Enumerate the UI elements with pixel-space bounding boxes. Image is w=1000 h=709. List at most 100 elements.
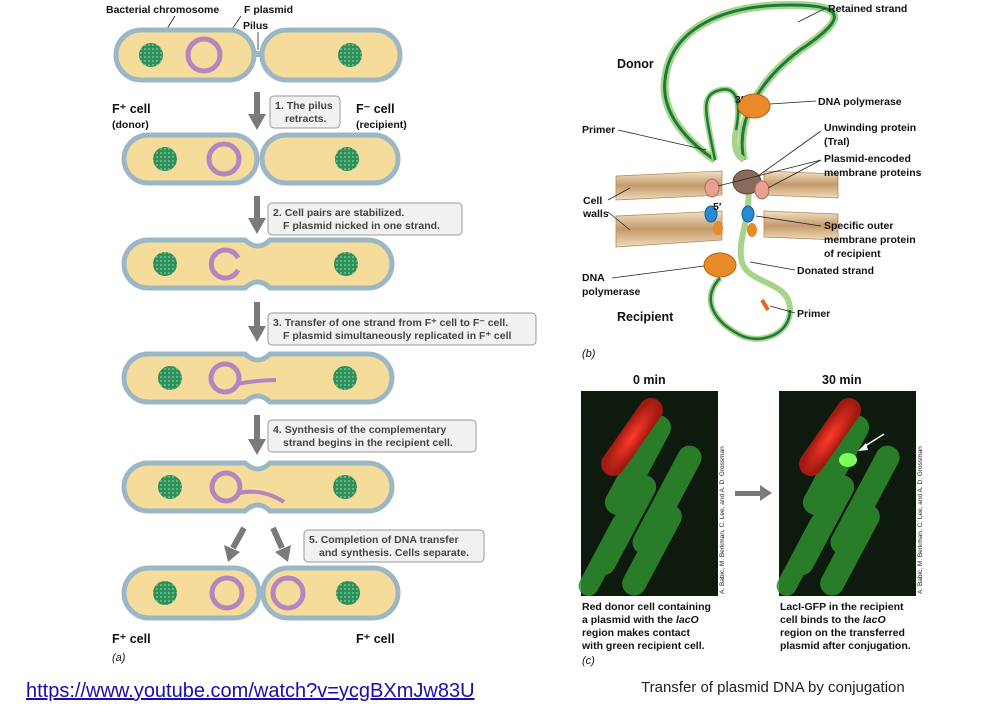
figure-title: Transfer of plasmid DNA by conjugation xyxy=(641,679,905,696)
step-3-line-1: Transfer of one strand from F⁺ cell to F… xyxy=(285,317,509,329)
step-5-box xyxy=(303,529,485,563)
step-1-line-2: retracts. xyxy=(285,113,327,125)
step-1-box xyxy=(269,95,341,129)
unwinding-protein-label-1: Unwinding protein xyxy=(824,122,916,134)
step-4-line-2: strand begins in the recipient cell. xyxy=(283,437,453,449)
cell-pair-stage-5 xyxy=(121,565,401,621)
panel-b-letter: (b) xyxy=(582,348,596,360)
svg-text:cell binds to the lacO: cell binds to the lacO xyxy=(780,614,886,626)
time-left-label: 0 min xyxy=(633,373,666,387)
dna-polymerase-bottom-label-1: DNA xyxy=(582,272,605,284)
donated-strand-label: Donated strand xyxy=(797,265,874,277)
step-5-number: 5. xyxy=(309,534,318,546)
youtube-link[interactable]: https://www.youtube.com/watch?v=ycgBXmJw… xyxy=(26,680,475,702)
step-4-number: 4. xyxy=(273,424,282,436)
panel-a: Bacterial chromosome F plasmid Pilus F⁺ … xyxy=(106,4,537,664)
arrow-down-icon xyxy=(248,196,266,234)
plasmid-icon xyxy=(185,36,223,74)
step-5-line-1: Completion of DNA transfer xyxy=(321,534,459,546)
f-plus-left-label: F⁺ cell xyxy=(112,632,151,646)
svg-text:3. Transfer of one strand from: 3. Transfer of one strand from F⁺ cell t… xyxy=(273,317,508,329)
chromosome-icon xyxy=(139,43,163,67)
step-4-line-1: Synthesis of the complementary xyxy=(285,424,447,436)
svg-text:1. The pilus: 1. The pilus xyxy=(275,100,333,112)
donor-label: (donor) xyxy=(112,119,149,131)
bacterial-chromosome-label: Bacterial chromosome xyxy=(106,4,219,16)
panel-b: Retained strand Donor 3′ DNA polymerase … xyxy=(582,0,922,360)
credit-left: A. Babic, M. Berkman, C. Lee, and A. D. … xyxy=(719,446,726,594)
svg-text:5. Completion of DNA transfer: 5. Completion of DNA transfer xyxy=(309,534,459,546)
step-2-box xyxy=(267,202,463,236)
step-3-line-2: F plasmid simultaneously replicated in F… xyxy=(283,330,512,342)
step-1-number: 1. xyxy=(275,100,284,112)
gfp-spot xyxy=(839,453,857,467)
cell-walls-label-2: walls xyxy=(582,208,609,220)
panel-c: 0 min 30 min A. Babic, M. Berkman, C. Le… xyxy=(578,373,924,667)
plasmid-encoded-label-2: membrane proteins xyxy=(824,167,922,179)
polymerase-top xyxy=(737,93,771,119)
arrow-split-icon xyxy=(224,526,291,562)
cell-pair-stage-4 xyxy=(121,460,395,514)
step-3-number: 3. xyxy=(273,317,282,329)
caption-left-italic: lacO xyxy=(676,614,699,626)
time-right-label: 30 min xyxy=(822,373,862,387)
step-2-line-1: Cell pairs are stabilized. xyxy=(285,207,405,219)
primer-right-label: Primer xyxy=(797,308,830,320)
svg-text:a plasmid with the lacO: a plasmid with the lacO xyxy=(582,614,699,626)
outer-membrane-label-1: Specific outer xyxy=(824,220,893,232)
cell-pair-stage-2 xyxy=(121,237,395,291)
caption-right-line-2: cell binds to the xyxy=(780,614,860,626)
credit-right: A. Babic, M. Berkman, C. Lee, and A. D. … xyxy=(917,446,924,594)
unwinding-protein-label-2: (TraI) xyxy=(824,136,850,148)
panel-c-letter: (c) xyxy=(582,655,595,667)
cell-walls xyxy=(615,170,839,248)
caption-right-line-3: region on the transferred xyxy=(780,627,905,639)
plasmid-encoded-label-1: Plasmid-encoded xyxy=(824,153,911,165)
caption-left-line-1: Red donor cell containing xyxy=(582,601,711,613)
primer-mark xyxy=(760,298,770,312)
cell-pair-stage-3 xyxy=(121,351,395,405)
dna-polymerase-bottom-label-2: polymerase xyxy=(582,286,641,298)
arrow-right-icon xyxy=(735,485,772,501)
caption-left-line-3: region makes contact xyxy=(582,627,690,639)
outer-membrane-label-3: of recipient xyxy=(824,248,881,260)
f-plasmid-label: F plasmid xyxy=(244,4,293,16)
microscopy-image-0min xyxy=(578,391,718,596)
microscopy-image-30min xyxy=(776,391,916,596)
step-2-line-2: F plasmid nicked in one strand. xyxy=(283,220,440,232)
cell-pair-stage-1 xyxy=(121,132,401,186)
recipient-label: (recipient) xyxy=(356,119,407,131)
pilus-label: Pilus xyxy=(243,20,268,32)
caption-right-italic: lacO xyxy=(863,614,886,626)
caption-right-line-1: LacI-GFP in the recipient xyxy=(780,601,904,613)
step-4-box xyxy=(267,419,477,453)
step-3-box xyxy=(267,312,537,346)
f-plus-cell-label: F⁺ cell xyxy=(112,102,151,116)
cell-pair-stage-0 xyxy=(113,27,403,83)
retained-strand-label: Retained strand xyxy=(828,3,907,15)
dna-polymerase-top-label: DNA polymerase xyxy=(818,96,902,108)
f-plus-right-label: F⁺ cell xyxy=(356,632,395,646)
arrow-down-icon xyxy=(248,415,266,455)
panel-a-letter: (a) xyxy=(112,652,126,664)
step-5-line-2: and synthesis. Cells separate. xyxy=(319,547,469,559)
cell-walls-label-1: Cell xyxy=(583,195,602,207)
three-prime-label: 3′ xyxy=(735,94,744,106)
five-prime-label: 5′ xyxy=(713,201,722,213)
svg-text:4. Synthesis of the complement: 4. Synthesis of the complementary xyxy=(273,424,446,436)
donor-label-b: Donor xyxy=(617,57,654,71)
caption-right-line-4: plasmid after conjugation. xyxy=(780,640,911,652)
arrow-down-icon xyxy=(248,92,266,130)
f-minus-cell-label: F⁻ cell xyxy=(356,102,395,116)
retained-strand xyxy=(660,0,839,164)
step-1-line-1: The pilus xyxy=(287,100,333,112)
primer-left-label: Primer xyxy=(582,124,615,136)
caption-left-line-4: with green recipient cell. xyxy=(581,640,705,652)
arrow-down-icon xyxy=(248,302,266,342)
caption-left-line-2: a plasmid with the xyxy=(582,614,673,626)
svg-text:2. Cell pairs are stabilized.: 2. Cell pairs are stabilized. xyxy=(273,207,404,219)
step-2-number: 2. xyxy=(273,207,282,219)
polymerase-bottom xyxy=(703,252,737,278)
recipient-label-b: Recipient xyxy=(617,310,674,324)
